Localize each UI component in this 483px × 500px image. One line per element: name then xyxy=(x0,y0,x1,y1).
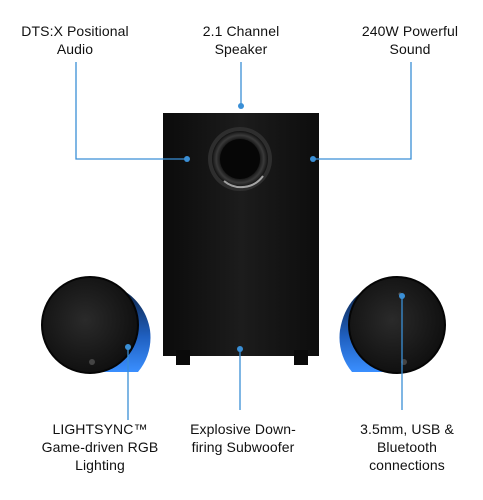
callout-text: Audio xyxy=(56,41,94,57)
woofer-port xyxy=(208,127,272,191)
callout-text: Speaker xyxy=(214,41,268,57)
subwoofer xyxy=(163,113,319,365)
callout-dot-bottom-center xyxy=(237,346,243,352)
left-satellite-speaker xyxy=(41,276,151,374)
callout-power: 240W Powerful Sound xyxy=(340,22,480,58)
callout-text: connections xyxy=(369,457,445,473)
callout-connections: 3.5mm, USB & Bluetooth connections xyxy=(342,420,472,474)
callout-dot-bottom-right xyxy=(399,293,405,299)
callout-text: Lighting xyxy=(75,457,125,473)
callout-dot-top-right xyxy=(310,156,316,162)
callout-subwoofer: Explosive Down- firing Subwoofer xyxy=(176,420,310,456)
callout-text: firing Subwoofer xyxy=(191,439,295,455)
callout-dot-top-left xyxy=(184,156,190,162)
callout-line-top-left xyxy=(75,62,185,160)
callout-text: LIGHTSYNC™ xyxy=(52,421,148,437)
callout-lines xyxy=(75,62,412,420)
callout-text: 240W Powerful xyxy=(361,23,459,39)
callout-text: 2.1 Channel xyxy=(202,23,280,39)
callout-text: Sound xyxy=(389,41,431,57)
callout-line-top-right xyxy=(315,62,412,160)
callout-text: DTS:X Positional xyxy=(21,23,129,39)
callout-dot-bottom-left xyxy=(125,344,131,350)
callout-dts-x: DTS:X Positional Audio xyxy=(5,22,145,58)
callout-text: Bluetooth xyxy=(376,439,438,455)
callout-dot-top-center xyxy=(238,103,244,109)
callout-channel: 2.1 Channel Speaker xyxy=(176,22,306,58)
right-satellite-speaker xyxy=(339,276,446,374)
callout-text: Explosive Down- xyxy=(190,421,296,437)
callout-text: 3.5mm, USB & xyxy=(360,421,454,437)
callout-text: Game-driven RGB xyxy=(41,439,159,455)
callout-lightsync: LIGHTSYNC™ Game-driven RGB Lighting xyxy=(25,420,175,474)
